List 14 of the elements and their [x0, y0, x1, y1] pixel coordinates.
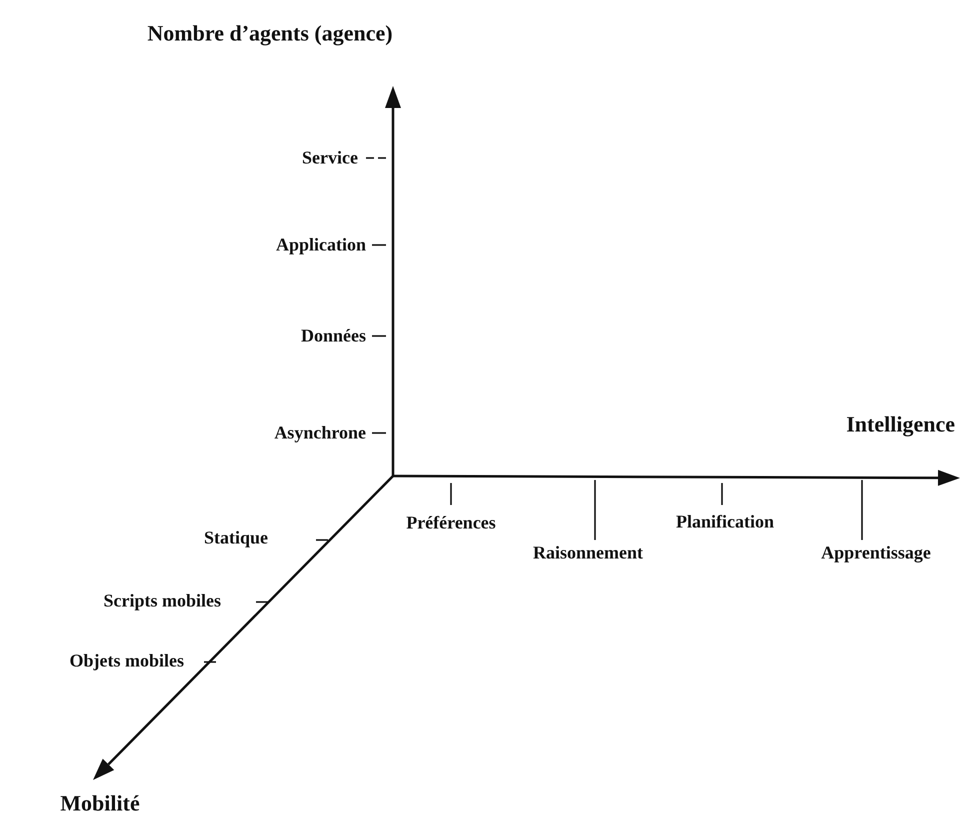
axis-title: Nombre d’agents (agence): [147, 20, 393, 46]
tick-label: Scripts mobiles: [103, 590, 221, 612]
tick-label: Objets mobiles: [70, 650, 184, 672]
tick-label: Service: [302, 148, 358, 168]
tick-label: Raisonnement: [533, 542, 643, 564]
axis-title: Mobilité: [60, 790, 140, 816]
tick-label: Application: [276, 234, 366, 256]
tick-label: Données: [300, 326, 366, 346]
tick-label: Asynchrone: [274, 422, 366, 444]
tick-label: Apprentissage: [821, 542, 931, 564]
axis-title: Intelligence: [846, 411, 955, 437]
tick-label: Préférences: [406, 512, 496, 534]
tick-label: Planification: [676, 512, 774, 532]
tick-label: Statique: [204, 528, 268, 548]
